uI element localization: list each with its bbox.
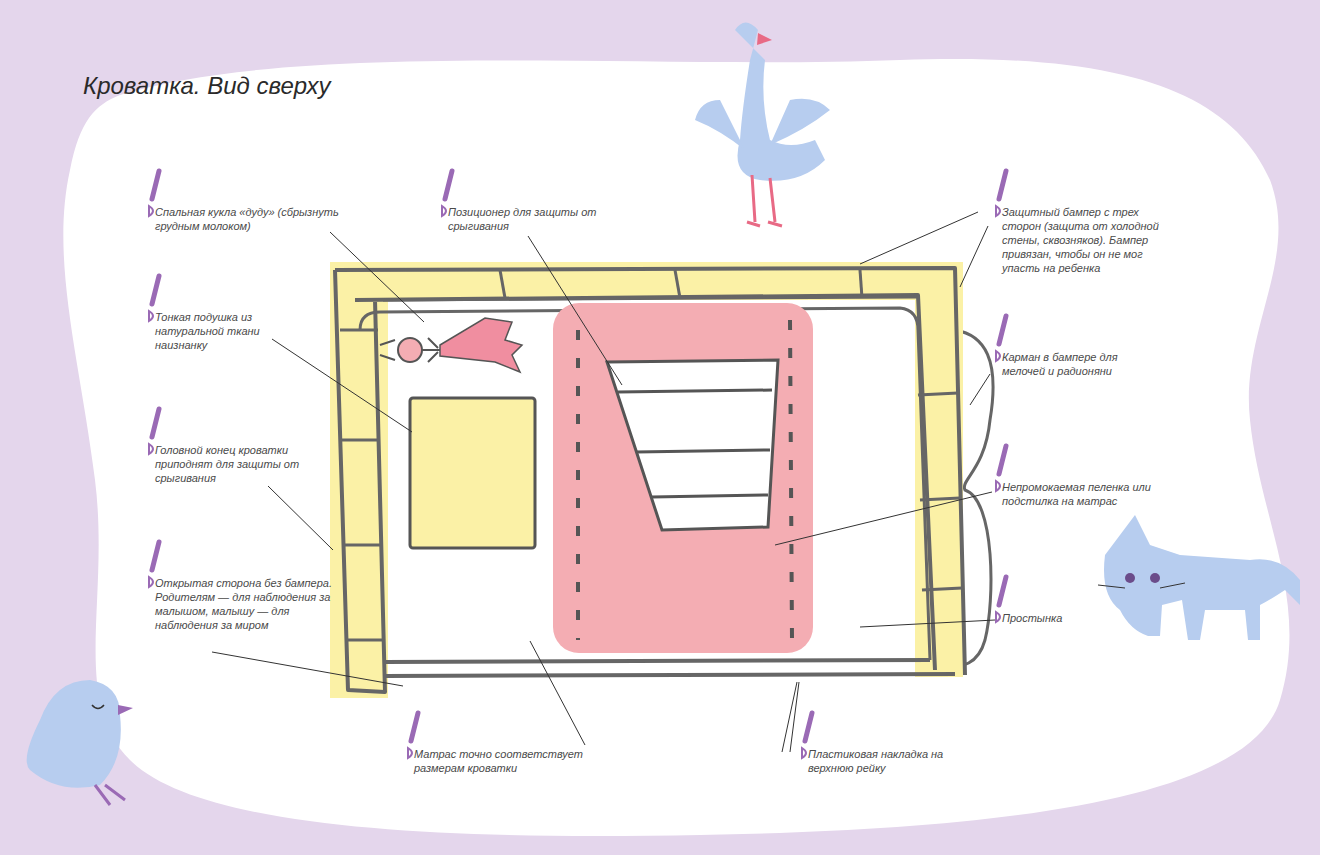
cat [1098,515,1300,640]
leader-lines [212,212,995,752]
exclamation-dot [149,206,153,216]
exclamation-mark [805,713,812,741]
exclamation-mark [445,171,452,199]
exclamation-dot [442,206,446,216]
swan [695,23,830,227]
exclamation-mark [411,713,418,741]
diagram-title: Кроватка. Вид сверху [83,72,330,100]
callout-label: Защитный бампер с трех сторон (защита от… [1002,205,1167,275]
exclamation-dot [408,748,412,758]
exclamation-dot [149,444,153,454]
exclamation-dot [149,577,153,587]
exclamation-dot [996,612,1000,622]
callout-label: Открытая сторона без бампера. Родителям … [155,576,335,632]
exclamation-mark [999,316,1006,344]
exclamation-mark [999,577,1006,605]
bird [27,680,133,805]
exclamation-mark [999,171,1006,199]
exclamation-mark [999,446,1006,474]
exclamation-dot [996,206,1000,216]
exclamation-mark [152,171,159,199]
callout-label: Позиционер для защиты от срыгивания [448,205,598,233]
exclamation-mark [152,542,159,570]
exclamation-dot [149,311,153,321]
exclamation-dot [996,351,1000,361]
callout-label: Карман в бампере для мелочей и радионяни [1002,350,1122,378]
callout-label: Спальная кукла «дуду» (сбрызнуть грудным… [155,205,355,233]
callout-label: Матрас точно соответствует размерам кров… [414,747,604,775]
exclamation-mark [152,409,159,437]
exclamation-dot [802,748,806,758]
exclamation-mark [152,276,159,304]
callout-label: Пластиковая накладка на верхнюю рейку [808,747,958,775]
callout-label: Простынка [1002,611,1082,625]
callout-label: Головной конец кроватки приподнят для за… [155,443,305,485]
callout-label: Непромокаемая пеленка или подстилка на м… [1002,480,1162,508]
callout-label: Тонкая подушка из натуральной ткани наиз… [155,310,295,352]
exclamation-dot [996,481,1000,491]
